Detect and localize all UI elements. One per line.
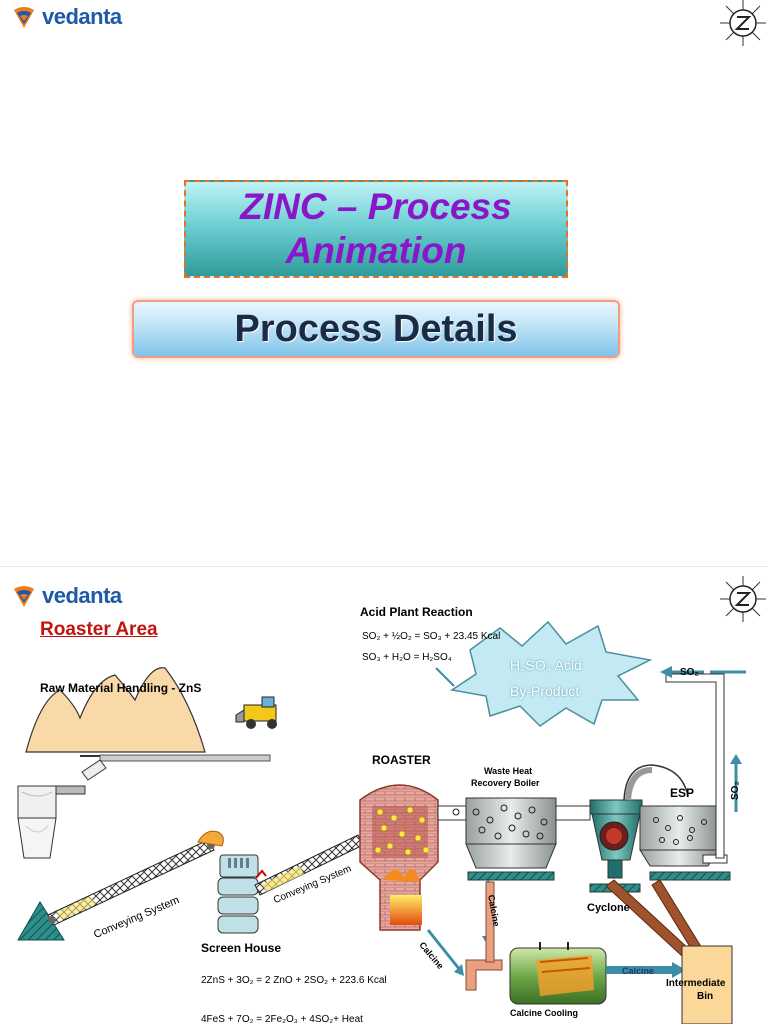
acid-byproduct-line-2: By-Product xyxy=(510,683,580,699)
process-details-label: Process Details xyxy=(234,307,518,350)
vedanta-logo-2: vedanta xyxy=(10,583,122,609)
title-line-1: ZINC – Process xyxy=(240,186,512,227)
whrb-label-1: Waste Heat xyxy=(484,766,533,776)
intermediate-bin-label-1: Intermediate xyxy=(666,978,726,989)
calcine-label-3: Calcine xyxy=(622,966,655,976)
esp-label: ESP xyxy=(670,786,695,800)
logo-text: vedanta xyxy=(42,4,122,29)
screen-house-label: Screen House xyxy=(201,941,282,955)
calcine-cooling-label: Calcine Cooling xyxy=(510,1008,579,1018)
zns-ore-piles xyxy=(25,667,206,753)
roaster-area-title: Roaster Area xyxy=(40,619,158,640)
acid-equation-2: SO₃ + H₂O = H₂SO₄ xyxy=(362,652,452,663)
whrb-label-2: Recovery Boiler xyxy=(471,778,540,788)
logo-text: vedanta xyxy=(42,583,122,608)
slide-divider xyxy=(0,566,768,567)
acid-byproduct-cloud xyxy=(450,620,653,727)
conveyor-1 xyxy=(47,830,224,926)
conveyor-2 xyxy=(254,834,364,896)
roaster-furnace xyxy=(359,784,439,931)
reaction-equation-2: 4FeS + 7O₂ = 2Fe₂O₃ + 4SO₂+ Heat xyxy=(201,1014,363,1025)
vedanta-logo-icon xyxy=(14,7,34,28)
acid-equation-1: SO₂ + ½O₂ = SO₃ + 23.45 Kcal xyxy=(362,631,501,642)
zinc-emblem-icon xyxy=(720,0,766,46)
process-details-button[interactable]: Process Details xyxy=(132,300,620,358)
intermediate-bin-label-2: Bin xyxy=(697,991,714,1002)
calcine-cooling-drum xyxy=(509,942,607,1005)
zinc-emblem-icon xyxy=(720,576,766,622)
title-banner: ZINC – Process Animation xyxy=(184,180,568,278)
acid-plant-title: Acid Plant Reaction xyxy=(360,605,473,619)
raw-material-label: Raw Material Handling - ZnS xyxy=(40,681,202,695)
title-line-2: Animation xyxy=(285,230,467,271)
acid-byproduct-line-1: H₂SO₄ Acid xyxy=(510,657,582,673)
vedanta-logo: vedanta xyxy=(10,4,122,30)
so2-side-label: SO₂ xyxy=(730,781,741,800)
loader-vehicle-icon xyxy=(235,696,277,729)
reaction-equation-1: 2ZnS + 3O₂ = 2 ZnO + 2SO₂ + 223.6 Kcal xyxy=(201,975,387,986)
cyclone-label: Cyclone xyxy=(587,902,630,914)
waste-heat-recovery-boiler xyxy=(437,797,591,881)
so2-top-label: SO₂ xyxy=(680,667,699,678)
roaster-label: ROASTER xyxy=(372,753,431,767)
screen-house xyxy=(217,854,259,934)
cyclone xyxy=(589,764,689,893)
vedanta-logo-icon xyxy=(14,586,34,607)
esp-unit xyxy=(639,805,731,881)
roaster-process-diagram xyxy=(17,620,746,1024)
